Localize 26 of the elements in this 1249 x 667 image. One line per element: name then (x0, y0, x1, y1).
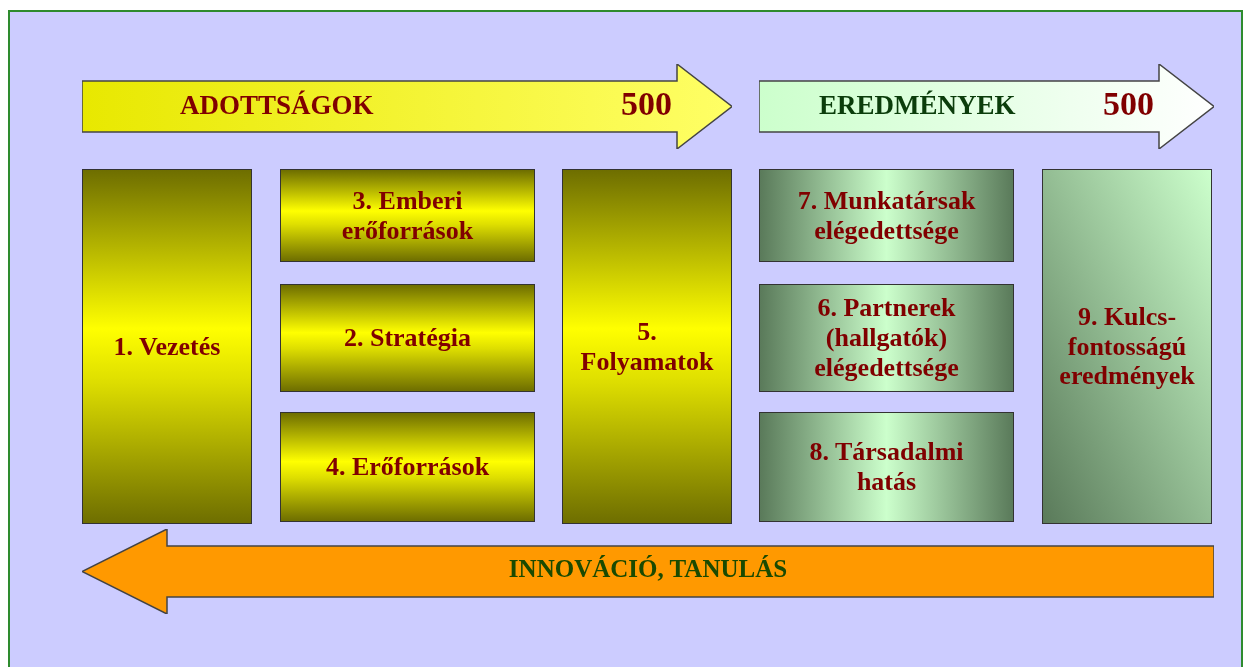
box-label: 3. Emberi erőforrások (340, 185, 475, 246)
box-label: 1. Vezetés (112, 331, 222, 362)
arrow-banner (82, 529, 1214, 614)
box-label: 5. Folyamatok (579, 316, 715, 377)
arrow-label: EREDMÉNYEK (819, 89, 1016, 121)
category-box (1042, 169, 1212, 524)
category-box (280, 412, 535, 522)
category-box (759, 169, 1014, 262)
box-label: 9. Kulcs-fontosságú eredmények (1058, 301, 1196, 392)
box-label: 6. Partnerek (hallgatók) elégedettsége (813, 293, 960, 383)
arrow-banner (82, 64, 732, 149)
category-box (759, 412, 1014, 522)
score-label: 500 (621, 84, 672, 123)
category-box (759, 284, 1014, 392)
arrow-banner (759, 64, 1214, 149)
category-box (280, 169, 535, 262)
arrow-label: ADOTTSÁGOK (180, 89, 374, 121)
box-label: 7. Munkatársak elégedettsége (796, 185, 977, 246)
score-label: 500 (1103, 84, 1154, 123)
category-box (280, 284, 535, 392)
category-box (562, 169, 732, 524)
box-label: 8. Társadalmi hatás (808, 437, 965, 497)
category-box (82, 169, 252, 524)
box-label: 4. Erőforrások (324, 452, 491, 482)
box-label: 2. Stratégia (342, 323, 473, 353)
arrow-label: INNOVÁCIÓ, TANULÁS (507, 554, 789, 583)
